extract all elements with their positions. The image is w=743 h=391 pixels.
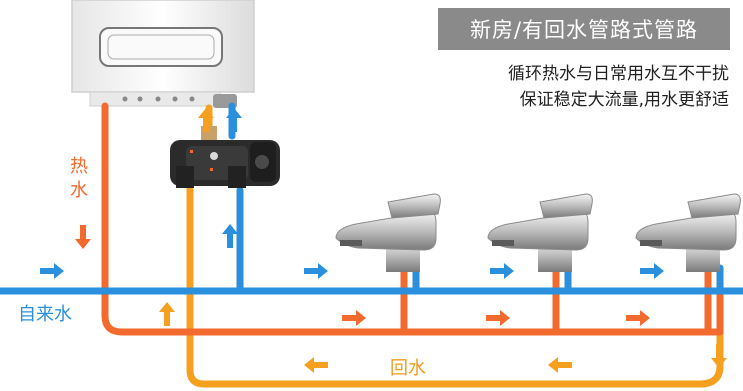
hot-water-pipe xyxy=(101,102,724,336)
hot-flow-arrow-right-icon xyxy=(342,310,366,326)
hot-flow-arrow-right-icon xyxy=(486,310,510,326)
cold-flow-arrow-right-icon xyxy=(304,263,328,279)
return-flow-arrow-left-icon xyxy=(548,357,572,373)
water-heater xyxy=(71,0,255,108)
cold-flow-arrow-up-icon xyxy=(222,224,238,248)
return-flow-arrow-down-icon xyxy=(711,344,727,368)
hot-flow-arrow-down-icon xyxy=(75,225,91,249)
cold-flow-arrow-right-icon xyxy=(640,263,664,279)
cold-flow-arrow-right-icon xyxy=(490,263,514,279)
return-water-label: 回水 xyxy=(390,358,426,379)
description-line-1: 循环热水与日常用水互不干扰 xyxy=(508,64,729,84)
circulation-pump xyxy=(170,126,280,188)
description-line-2: 保证稳定大流量,用水更舒适 xyxy=(519,90,729,110)
cold-water-label: 自来水 xyxy=(18,304,72,325)
faucet-2 xyxy=(487,193,593,272)
return-flow-arrow-left-icon xyxy=(304,357,328,373)
faucet-1 xyxy=(335,193,441,272)
return-flow-arrow-up-icon xyxy=(198,108,214,132)
cold-flow-arrow-right-icon xyxy=(40,263,64,279)
return-flow-arrow-up-icon xyxy=(159,302,175,326)
cold-water-pipe xyxy=(0,102,743,295)
hot-water-label: 热水 xyxy=(67,156,88,204)
cold-flow-arrow-up-icon xyxy=(226,108,242,132)
hot-flow-arrow-right-icon xyxy=(626,310,650,326)
diagram-title: 新房/有回水管路式管路 xyxy=(438,8,730,50)
faucet-3 xyxy=(635,193,741,272)
heater-display xyxy=(99,27,223,67)
